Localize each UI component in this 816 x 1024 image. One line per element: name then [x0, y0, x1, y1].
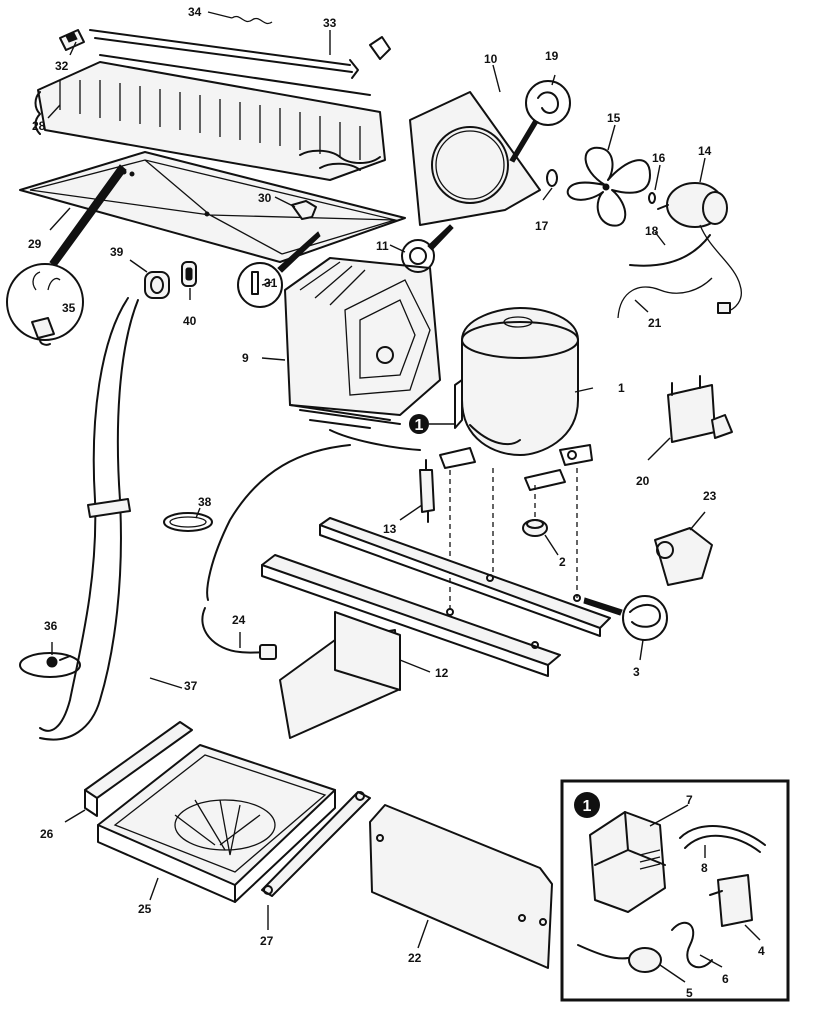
callout-17: 17: [535, 219, 549, 233]
bracket-30: [291, 200, 317, 220]
callout-14: 14: [698, 144, 712, 158]
heater-36: [19, 652, 81, 678]
callout-10: 10: [484, 52, 498, 66]
callout-37: 37: [184, 679, 198, 693]
callout-29: 29: [28, 237, 42, 251]
callout-19: 19: [545, 49, 559, 63]
detail-box: 1: [560, 779, 790, 1002]
callout-28: 28: [32, 119, 46, 133]
fan-blade-15: [566, 146, 651, 227]
callout-labels: 34 33 32 28 10 19 15 16 14 17 18 21 30 2…: [28, 5, 765, 1000]
leader-lines: [47, 11, 761, 983]
callout-16: 16: [652, 151, 666, 165]
base-rail-rear: [319, 517, 611, 637]
clip-16: [648, 192, 656, 204]
callout-30: 30: [258, 191, 272, 205]
grommet-2: [522, 519, 548, 537]
callout-20: 20: [636, 474, 650, 488]
clip-32: [59, 29, 85, 51]
fan-motor-14: [657, 182, 742, 314]
callout-3: 3: [633, 665, 640, 679]
timer-23: [654, 527, 713, 586]
callout-40: 40: [183, 314, 197, 328]
mount-clip-3-inset: [583, 595, 668, 641]
callout-15: 15: [607, 111, 621, 125]
evaporator-9: [284, 257, 441, 429]
callout-5: 5: [686, 986, 693, 1000]
callout-12: 12: [435, 666, 449, 680]
callout-11: 11: [376, 239, 389, 253]
wire-34: [231, 15, 273, 25]
base-rail-front: [261, 554, 561, 677]
clamp-38: [163, 512, 213, 532]
rail-27: [261, 791, 371, 897]
callout-2: 2: [559, 555, 566, 569]
callout-24: 24: [232, 613, 246, 627]
grommet-40: [181, 261, 197, 287]
callout-34: 34: [188, 5, 202, 19]
fan-bracket-19-inset: [509, 80, 571, 163]
callout-21: 21: [648, 316, 662, 330]
callout-31: 31: [264, 276, 278, 290]
tube-18: [629, 234, 711, 267]
callout-18: 18: [645, 224, 659, 238]
grommet-11: [401, 224, 454, 273]
callout-39: 39: [110, 245, 124, 259]
callout-25: 25: [138, 902, 152, 916]
badge-text: 1: [415, 417, 424, 434]
compressor-1: [439, 307, 593, 491]
callout-36: 36: [44, 619, 58, 633]
callout-26: 26: [40, 827, 54, 841]
evaporator-tube: [329, 429, 421, 451]
callout-4: 4: [758, 944, 765, 958]
callout-33: 33: [323, 16, 337, 30]
callout-32: 32: [55, 59, 69, 73]
wire-21: [617, 277, 713, 319]
panel-12: [279, 611, 401, 739]
callout-23: 23: [703, 489, 717, 503]
callout-35: 35: [62, 301, 76, 315]
callout-8: 8: [701, 861, 708, 875]
grommet-39: [144, 271, 170, 299]
callout-7: 7: [686, 793, 693, 807]
fan-shroud-10: [409, 91, 541, 226]
callout-13: 13: [383, 522, 397, 536]
drain-pan-25: [97, 744, 336, 903]
callout-1: 1: [618, 381, 625, 395]
cover-panel-22: [369, 804, 553, 969]
rail-26: [84, 721, 193, 817]
callout-6: 6: [722, 972, 729, 986]
detail-box-badge-text: 1: [583, 798, 592, 815]
callout-22: 22: [408, 951, 422, 965]
drier-13: [419, 459, 435, 523]
condenser-rod-33: [89, 29, 391, 96]
callout-38: 38: [198, 495, 212, 509]
power-cord-24: [201, 444, 351, 660]
screw-31-inset: [237, 231, 321, 308]
relay-20: [667, 375, 733, 443]
callout-27: 27: [260, 934, 274, 948]
connector-35-inset: [6, 164, 127, 346]
drain-tube-37: [39, 297, 139, 741]
callout-9: 9: [242, 351, 249, 365]
detail-badge-1: 1: [409, 414, 455, 434]
spring-17: [546, 169, 558, 187]
mount-guides: [449, 468, 578, 615]
condenser-coil-28: [34, 61, 386, 181]
